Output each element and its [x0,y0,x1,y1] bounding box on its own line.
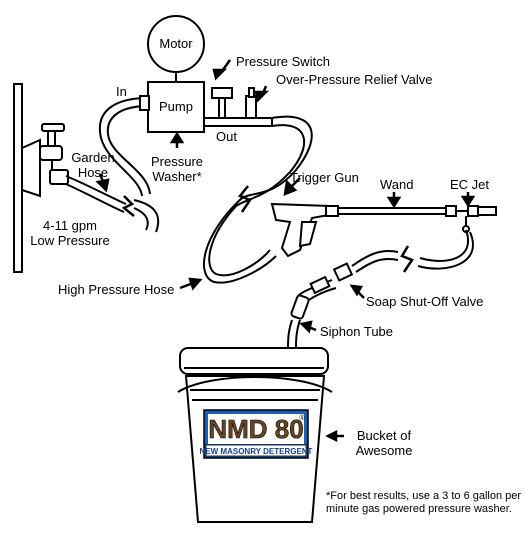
wand [337,205,468,217]
ec-jet-label: EC Jet [450,177,490,192]
spigot-handle [41,123,65,132]
motor-label: Motor [159,36,193,51]
bucket-logo: NMD 80 ® NEW MASONRY DETERGENT [200,409,313,459]
bucket-label-line1: Bucket of [356,428,412,443]
footnote-line2: minute gas powered pressure washer. [326,503,512,515]
wand-label: Wand [380,177,414,192]
pressure-washer-label: Pressure Washer* [145,154,209,184]
pump-outlet-pipe [203,117,273,127]
siphon-tube-label: Siphon Tube [320,324,394,339]
flow-rate-label: 4-11 gpm Low Pressure [18,218,122,248]
soap-hose-break [400,245,414,273]
bucket-label: Bucket of Awesome [346,428,422,458]
flow-rate-line2: Low Pressure [30,233,110,248]
pressure-washer-label-line1: Pressure [150,154,204,169]
trigger-gun-label: Trigger Gun [290,170,359,185]
pump-body [147,81,205,133]
outlet-label: Out [216,129,237,144]
ec-jet [462,205,497,233]
garden-hose-label: Garden Hose [66,150,120,180]
relief-valve-label: Over-Pressure Relief Valve [276,72,433,87]
relief-valve-cap [248,87,255,98]
trigger-gun [270,202,339,258]
pressure-switch-label: Pressure Switch [236,54,330,69]
footnote-line1: *For best results, use a 3 to 6 gallon p… [326,490,522,502]
pressure-switch-stem [218,97,226,119]
wall-spigot [13,83,69,273]
inlet-label: In [116,84,127,99]
flow-rate-line1: 4-11 gpm [43,218,97,233]
high-pressure-hose-label: High Pressure Hose [58,282,175,297]
logo-registered: ® [299,414,305,422]
spigot-body [39,145,63,161]
high-pressure-hose-break [237,185,252,213]
pressure-switch [211,87,233,99]
relief-valve [245,95,257,119]
bucket-handle [177,376,333,393]
logo-brand: NMD 80 [208,414,303,444]
pressure-washer-label-line2: Washer* [152,169,202,184]
footnote: *For best results, use a 3 to 6 gallon p… [326,490,521,516]
motor [147,15,205,73]
spigot-plate [21,138,41,198]
spigot-stem [47,129,56,147]
bucket-lid [179,347,329,375]
garden-hose-label-line2: Hose [77,165,109,180]
pressure-washer-unit [139,15,273,133]
pump-inlet [139,95,150,111]
callout-arrows [95,59,476,443]
soap-valve-label: Soap Shut-Off Valve [366,294,484,309]
soap-shutoff-valve [290,262,354,320]
garden-hose-break [121,195,135,217]
bucket-label-line2: Awesome [355,443,413,458]
garden-hose [65,97,160,233]
pump-label: Pump [159,99,193,114]
logo-tagline: NEW MASONRY DETERGENT [200,447,313,456]
garden-hose-label-line1: Garden [71,150,115,165]
